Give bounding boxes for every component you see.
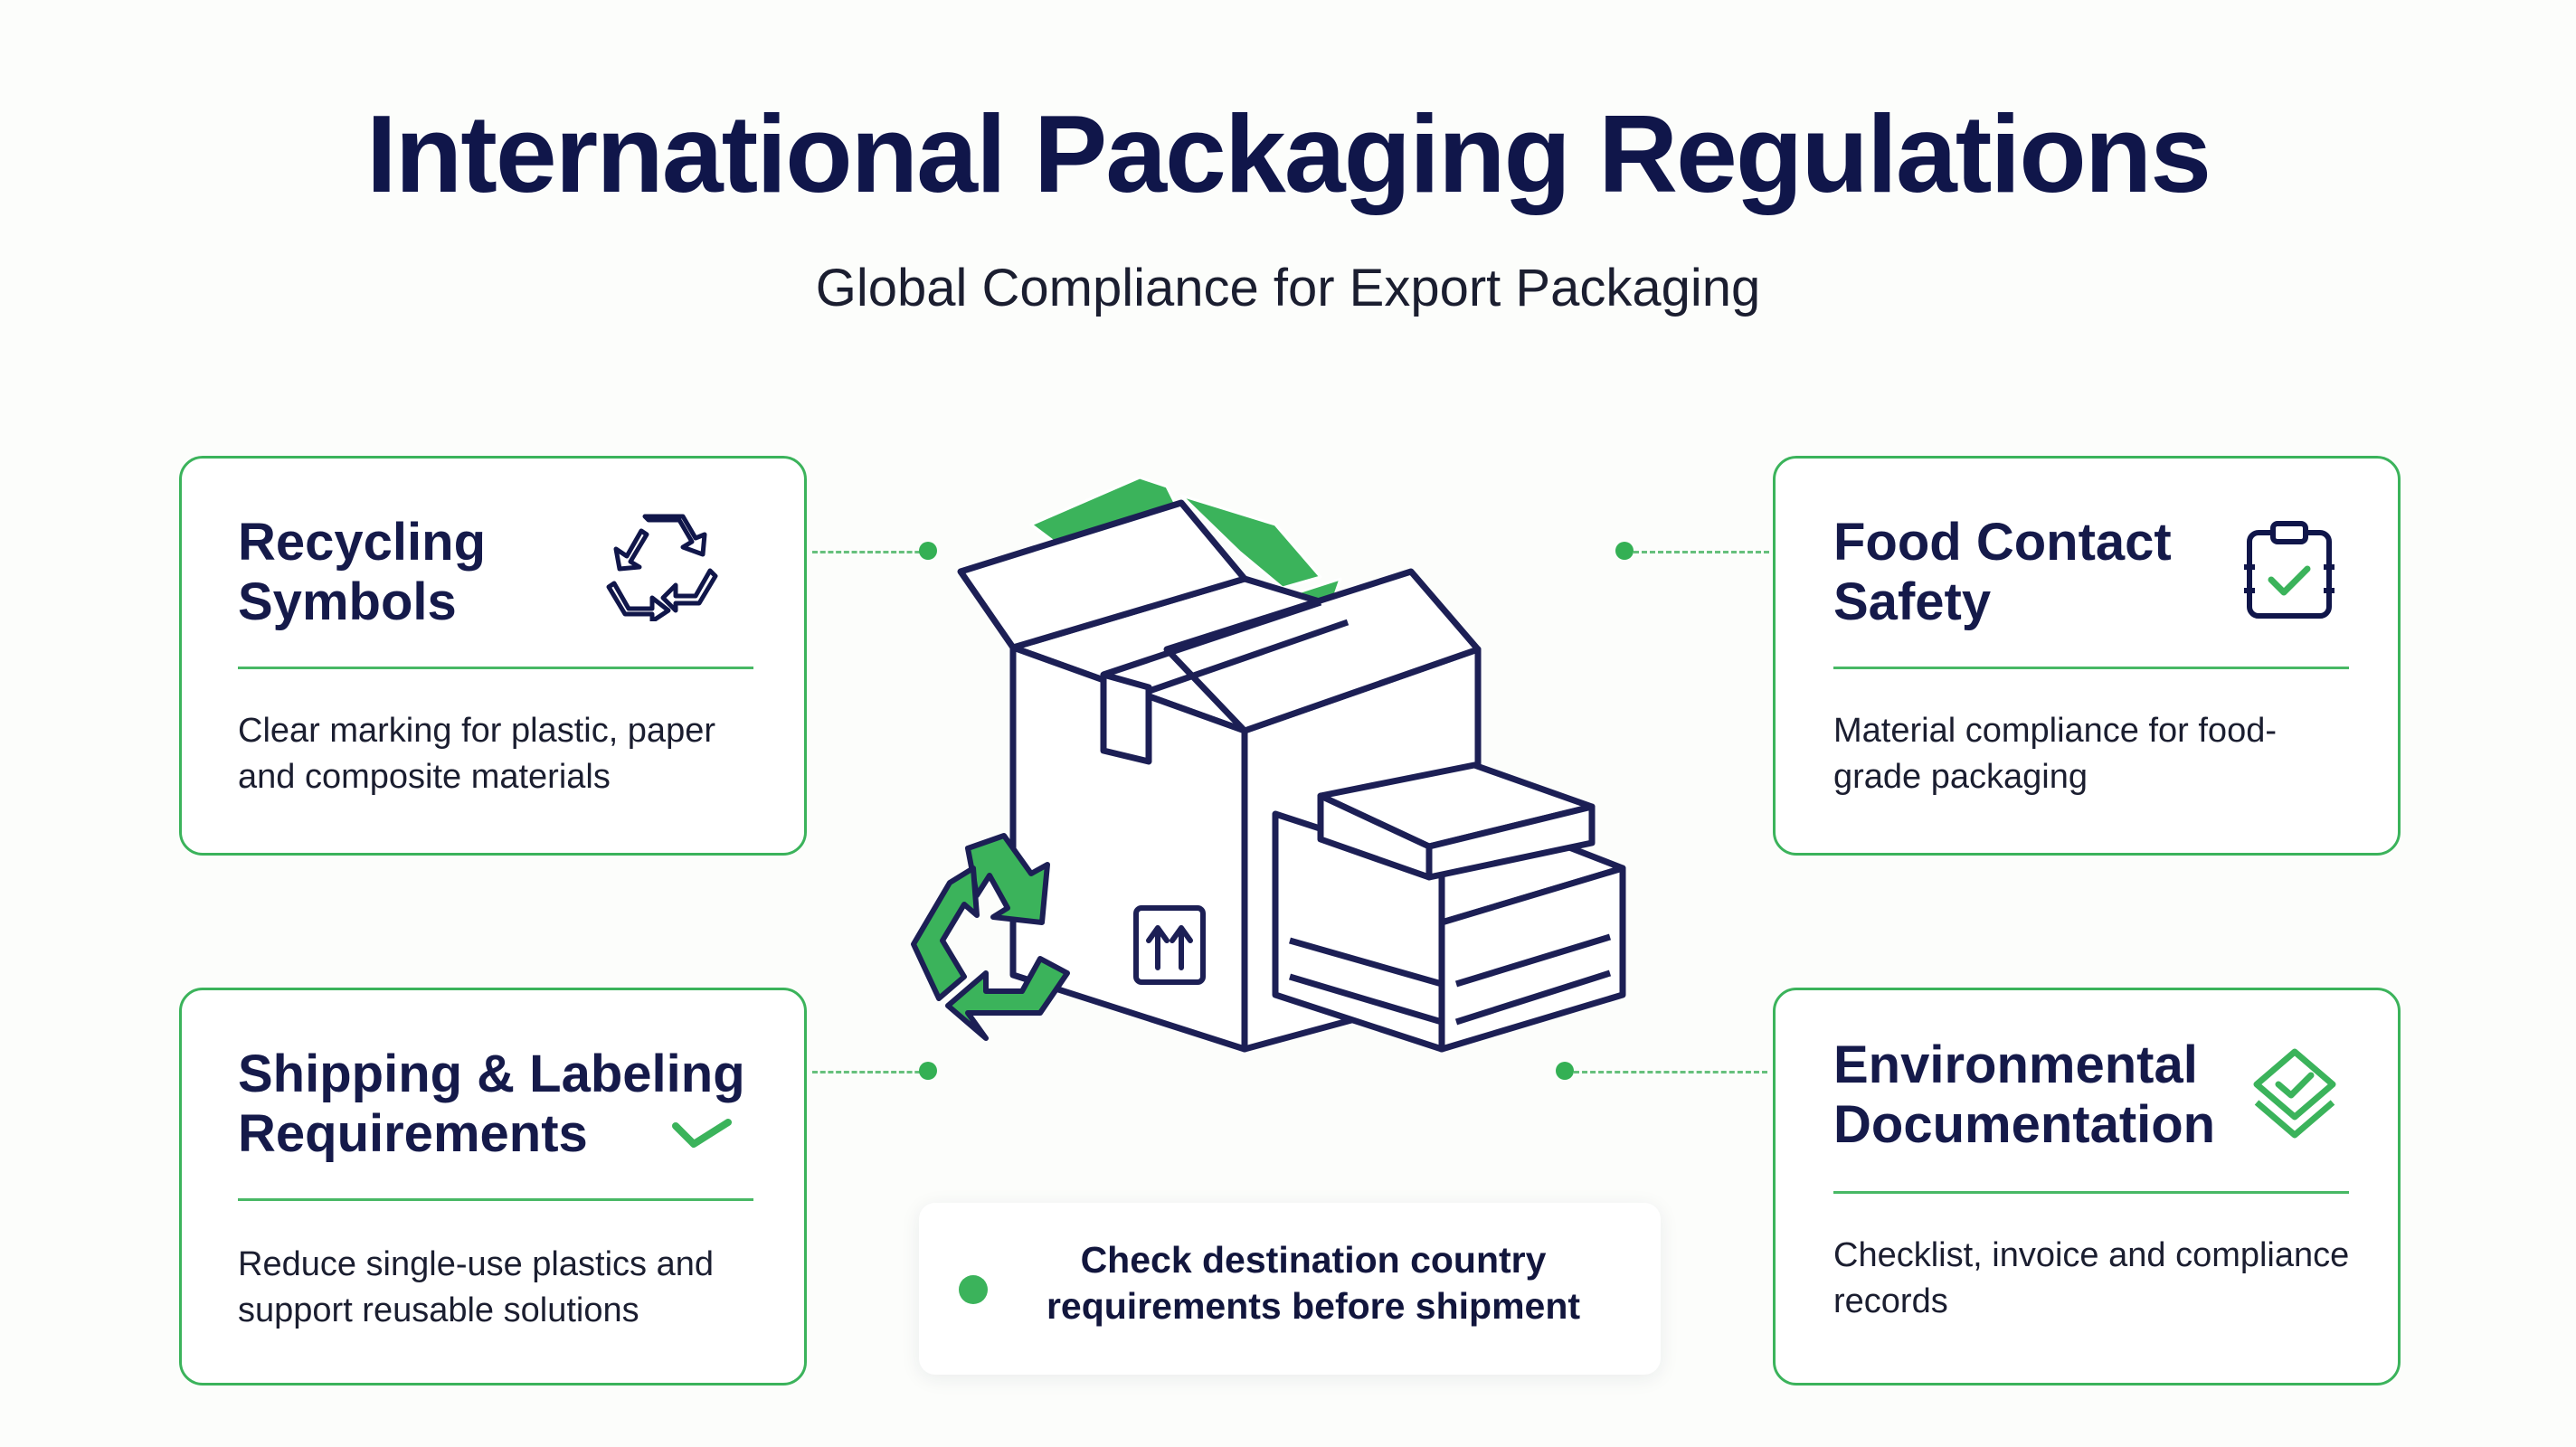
card-description: Material compliance for food-grade packa… bbox=[1833, 712, 2277, 796]
card-title: Shipping & Labeling Requirements bbox=[238, 1045, 745, 1163]
connector-line bbox=[1574, 1071, 1767, 1073]
recycle-icon bbox=[606, 514, 718, 621]
card-divider bbox=[238, 667, 753, 669]
card-title: Environmental Documentation bbox=[1833, 1036, 2216, 1154]
connector-line bbox=[812, 1071, 928, 1073]
recycle-symbol-icon bbox=[911, 833, 1070, 1041]
connector-dot bbox=[919, 542, 937, 560]
callout-text: Check destination country requirements b… bbox=[1046, 1239, 1581, 1327]
page-subtitle: Global Compliance for Export Packaging bbox=[815, 259, 1761, 317]
stacked-boxes-icon bbox=[1272, 761, 1626, 1053]
connector-dot bbox=[1556, 1062, 1574, 1080]
card-shipping-labeling: Shipping & Labeling Requirements Reduce … bbox=[179, 988, 807, 1386]
this-side-up-icon bbox=[1133, 905, 1206, 985]
clipboard-check-icon bbox=[2244, 521, 2334, 619]
connector-dot bbox=[919, 1062, 937, 1080]
card-divider bbox=[238, 1198, 753, 1201]
card-description: Reduce single-use plastics and support r… bbox=[238, 1245, 714, 1329]
card-divider bbox=[1833, 667, 2349, 669]
card-description: Checklist, invoice and compliance record… bbox=[1833, 1236, 2350, 1320]
card-environmental-documentation: Environmental Documentation Checklist, i… bbox=[1773, 988, 2401, 1386]
reminder-callout: Check destination country requirements b… bbox=[919, 1203, 1661, 1375]
card-description: Clear marking for plastic, paper and com… bbox=[238, 712, 715, 796]
card-title: Food Contact Safety bbox=[1833, 513, 2172, 631]
card-food-contact-safety: Food Contact Safety Material compliance … bbox=[1773, 456, 2401, 856]
layers-check-icon bbox=[2253, 1048, 2336, 1139]
connector-dot bbox=[1615, 542, 1634, 560]
connector-line bbox=[812, 551, 928, 553]
packaging-illustration bbox=[911, 476, 1626, 1053]
card-divider bbox=[1833, 1191, 2349, 1194]
checkmark-icon bbox=[672, 1119, 732, 1148]
card-title: Recycling Symbols bbox=[238, 513, 486, 631]
page-title: International Packaging Regulations bbox=[365, 92, 2211, 215]
bullet-dot bbox=[959, 1275, 988, 1304]
card-recycling-symbols: Recycling Symbols Clear marking for plas… bbox=[179, 456, 807, 856]
connector-line bbox=[1634, 551, 1769, 553]
